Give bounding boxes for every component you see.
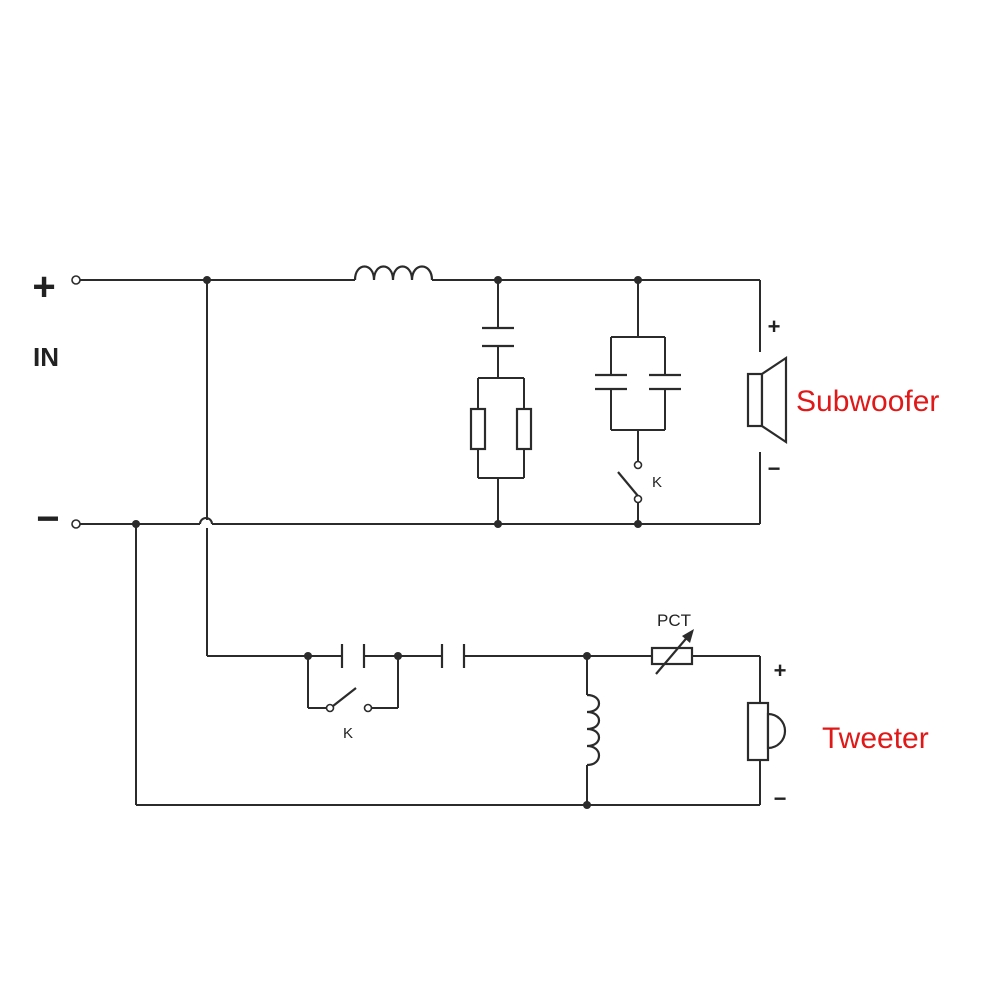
junction-dot	[304, 652, 312, 660]
junction-dot	[583, 801, 591, 809]
subwoofer-switch-label: K	[652, 474, 662, 491]
input-terminals: + IN −	[32, 265, 81, 541]
junction-dots	[132, 276, 642, 809]
junction-dot	[203, 276, 211, 284]
ptc-label: PCT	[657, 611, 691, 630]
tweeter-capacitor-2	[440, 644, 466, 668]
plus-terminal[interactable]	[71, 275, 81, 285]
subwoofer-minus-sign: −	[768, 456, 781, 481]
minus-terminal[interactable]	[71, 519, 81, 529]
rc-capacitor	[482, 326, 514, 348]
input-minus-sign: −	[36, 497, 59, 541]
parallel-capacitor-a	[595, 373, 627, 391]
tweeter-speaker-icon	[746, 701, 787, 762]
subwoofer-speaker-icon	[746, 355, 788, 445]
shunt-inductor	[586, 693, 601, 767]
junction-dot	[634, 520, 642, 528]
subwoofer-switch-k[interactable]	[617, 460, 643, 504]
input-plus-sign: +	[32, 265, 55, 309]
ptc-resistor	[650, 629, 694, 675]
tweeter-plus-sign: +	[774, 658, 787, 683]
input-label: IN	[33, 342, 59, 372]
junction-dot	[634, 276, 642, 284]
junction-dot	[494, 276, 502, 284]
tweeter-label: Tweeter	[822, 722, 929, 755]
tweeter-capacitor-1	[340, 644, 366, 668]
junction-dot	[583, 652, 591, 660]
tweeter-switch-k[interactable]	[325, 687, 373, 713]
tweeter-switch-label: K	[343, 725, 353, 742]
parallel-capacitor-b	[649, 373, 681, 391]
tweeter-minus-sign: −	[774, 786, 787, 811]
resistor-b	[515, 407, 533, 451]
subwoofer-label: Subwoofer	[796, 385, 939, 418]
series-inductor	[353, 265, 434, 281]
junction-dot	[494, 520, 502, 528]
wires	[80, 279, 761, 806]
junction-dot	[394, 652, 402, 660]
junction-dot	[132, 520, 140, 528]
subwoofer-plus-sign: +	[768, 314, 781, 339]
resistor-a	[469, 407, 487, 451]
